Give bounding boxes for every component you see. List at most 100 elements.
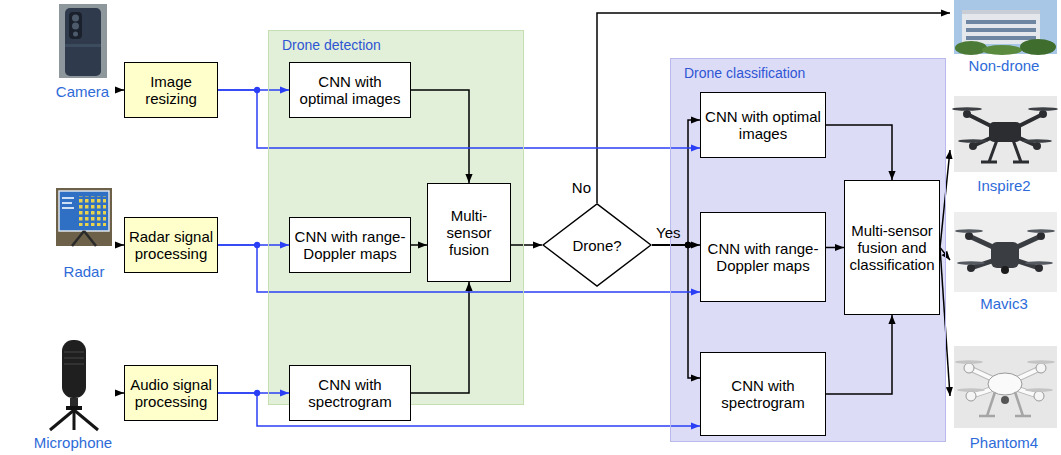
camera-photo [72,15,79,22]
mavic3-photo [965,232,973,240]
region-fills [268,30,946,442]
photo-caption: Mavic3 [980,295,1028,312]
camera-photo [65,44,101,47]
radar-photo [59,191,109,231]
inspire2-photo [981,140,1029,162]
cnn-box: Multi-sensor fusion and classification [844,180,940,315]
flow-arrow [826,125,892,180]
camera-photo [59,4,107,78]
photo-caption: Phantom4 [970,434,1038,451]
edge-label: No [572,179,591,196]
building-photo [966,20,1036,24]
microphone-photo [62,340,86,398]
inspire2-photo [1022,139,1052,143]
radar-photo [62,207,74,209]
edge-label: Yes [656,224,680,241]
box-label: Image resizing [128,73,214,108]
flow-arrow [511,244,542,246]
radar-photo [62,197,74,199]
building-photo [1020,39,1056,55]
photo-caption: Non-drone [969,57,1040,74]
camera-photo [72,23,79,30]
microphone-photo [50,410,74,430]
radar-photo [78,196,106,226]
building-photo [966,36,1036,40]
region-fill [670,58,946,442]
flow-arrow [826,315,892,394]
inspire2-photo [963,110,971,118]
mavic3-photo [954,212,1057,292]
inspire2-photo [1028,107,1058,111]
mavic3-photo [955,229,983,233]
photo-node: Phantom4 [950,346,1058,451]
flow-arrow [652,120,700,245]
flow-arrow [597,13,950,203]
box-label: CNN with spectrogram [293,376,407,411]
camera-photo [73,32,78,37]
box-label: Radar signal processing [128,228,214,263]
photo-caption: Radar [64,263,105,280]
cnn-box: CNN with optimal images [700,92,826,158]
cnn-box: CNN with spectrogram [289,365,411,421]
phantom4-photo [1001,396,1009,404]
flow-arrow [940,248,950,397]
mavic3-photo [991,242,1019,268]
photo-node: Mavic3 [950,212,1058,312]
building-photo [954,0,1057,55]
mavic3-photo [954,212,1057,292]
photo-caption: Camera [56,83,109,100]
diamond-outline [543,204,651,286]
junction-dot [685,242,691,248]
inspire2-photo [969,142,977,150]
phantom4-photo [969,368,1041,396]
cnn-box: Multi-sensor fusion [427,183,511,282]
phantom4-photo [966,391,976,401]
phantom4-photo [988,373,1022,395]
mavic3-photo [1025,261,1053,265]
region-fill [268,30,524,405]
photo-node: Camera [50,4,115,100]
radar-photo [62,202,72,204]
phantom4-photo [964,363,974,373]
building-photo [954,0,1057,54]
junction-dot [254,242,260,248]
inspire2-photo [989,122,1021,142]
mavic3-photo [1001,266,1009,274]
process-box: Image resizing [124,62,218,118]
junction-dot [254,390,260,396]
process-box: Audio signal processing [124,365,218,421]
decision-diamond: Drone? [542,203,652,287]
phantom4-photo [957,388,985,392]
radar-photo [84,231,96,246]
box-label: Multi-sensor fusion and classification [848,222,936,274]
microphone-photo [74,410,98,430]
phantom4-photo [954,346,1057,428]
phantom4-photo [955,360,983,364]
box-label: CNN with optimal images [704,108,822,143]
inspire2-photo [952,96,1058,172]
box-label: CNN with spectrogram [704,377,822,412]
phantom4-photo [1034,391,1044,401]
flow-arrow [940,150,950,248]
inspire2-photo [1039,110,1047,118]
phantom4-photo [954,346,1057,428]
mavic3-photo [955,229,1055,274]
camera-photo [59,4,107,78]
camera-photo [65,8,101,76]
phantom4-photo [1027,360,1055,364]
building-photo [966,28,1036,32]
mavic3-photo [1027,229,1055,233]
microphone-photo [66,406,82,410]
region-title: Drone detection [282,37,381,54]
microphone-photo [50,340,98,430]
flow-arrow [826,247,844,249]
flow-arrow [940,248,950,261]
inspire2-photo [952,107,982,111]
process-box: Radar signal processing [124,217,218,273]
building-photo [982,45,1022,55]
flow-arrow [411,282,469,393]
flow-arrow [652,245,700,378]
microphone-photo [64,352,84,364]
photo-node: Inspire2 [950,96,1058,194]
photo-node: Microphone [28,336,118,451]
